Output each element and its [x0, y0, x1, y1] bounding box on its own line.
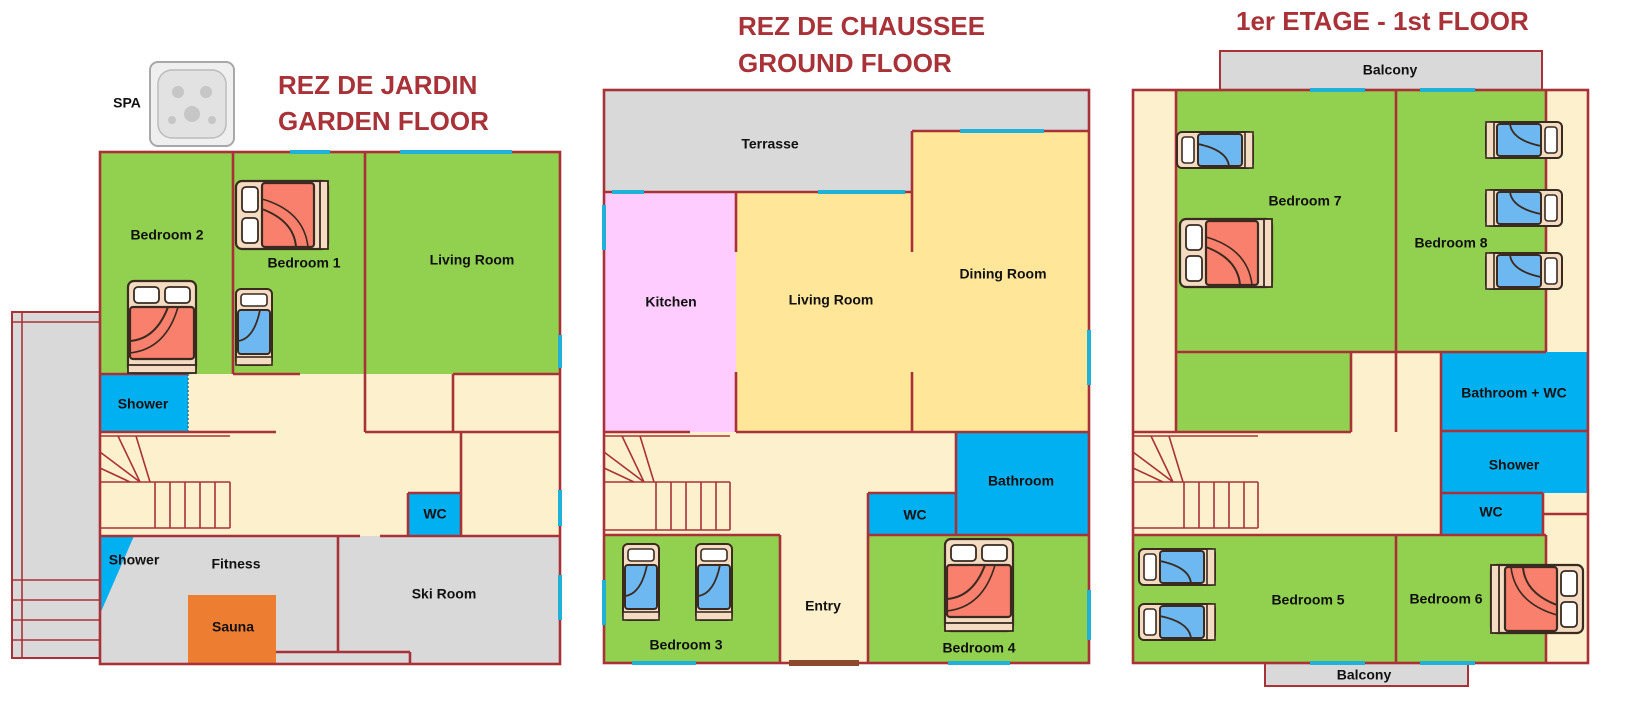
- bedroom-7-label: Bedroom 7: [1268, 193, 1341, 209]
- garden-wc-area: [408, 493, 461, 536]
- bedroom-4-label: Bedroom 4: [942, 640, 1015, 656]
- first-floor-plan: 1er ETAGE - 1st FLOOR Balcony Bedroom 7 …: [1131, 6, 1590, 687]
- garden-floor-plan: REZ DE JARDIN GARDEN FLOOR SPA Bedroom 2…: [11, 61, 562, 666]
- bath-wc-label: Bathroom + WC: [1461, 385, 1566, 401]
- dining-room-label: Dining Room: [959, 266, 1046, 282]
- first-floor-staircase: [1132, 435, 1259, 529]
- ground-living-room-area: [736, 192, 912, 432]
- garden-side-steps: [11, 311, 101, 659]
- entry-label: Entry: [805, 598, 841, 614]
- bed-double-icon: [126, 279, 198, 375]
- terrasse-label: Terrasse: [741, 136, 799, 152]
- ski-room-label: Ski Room: [412, 586, 477, 602]
- first-floor-wc-area: [1441, 493, 1543, 535]
- entry-area: [780, 535, 868, 663]
- garden-floor-title-fr: REZ DE JARDIN: [278, 70, 477, 100]
- garden-shower-area: [100, 374, 188, 432]
- ground-floor-plan: REZ DE CHAUSSEE GROUND FLOOR Terrasse Ki…: [602, 11, 1091, 666]
- bedroom-8-label: Bedroom 8: [1414, 235, 1487, 251]
- bedroom-2-label: Bedroom 2: [130, 227, 203, 243]
- garden-staircase: [99, 435, 231, 529]
- ground-bathroom-area: [956, 432, 1089, 535]
- fitness-shower-area: [100, 536, 134, 614]
- bed-single-icon: [1138, 548, 1216, 586]
- first-floor-wc-label: WC: [1479, 504, 1502, 520]
- ground-wc-area: [868, 493, 956, 535]
- bed-single-icon: [1176, 131, 1254, 169]
- bedroom-1-label: Bedroom 1: [267, 255, 340, 271]
- sauna-label: Sauna: [212, 619, 254, 635]
- kitchen-area: [604, 192, 736, 432]
- bed-single-icon: [695, 543, 733, 621]
- bed-single-icon: [235, 288, 273, 366]
- bedroom-3-label: Bedroom 3: [649, 637, 722, 653]
- kitchen-label: Kitchen: [645, 294, 696, 310]
- garden-wc-label: WC: [423, 506, 446, 522]
- dining-room-area: [912, 131, 1089, 432]
- balcony-bottom-label: Balcony: [1337, 667, 1392, 683]
- garden-floor-title-en: GARDEN FLOOR: [278, 106, 489, 136]
- garden-living-room-label: Living Room: [430, 252, 515, 268]
- bedroom-5-label: Bedroom 5: [1271, 592, 1344, 608]
- bed-double-icon: [1489, 563, 1585, 635]
- bath-wc-area: [1441, 352, 1588, 431]
- bed-single-icon: [1485, 189, 1563, 227]
- ground-staircase: [603, 435, 731, 531]
- first-floor-shower-area: [1441, 431, 1588, 493]
- ground-living-room-label: Living Room: [789, 292, 874, 308]
- ground-floor-title-fr: REZ DE CHAUSSEE: [738, 11, 985, 41]
- bed-single-icon: [1138, 603, 1216, 641]
- ground-bathroom-label: Bathroom: [988, 473, 1054, 489]
- first-floor-title: 1er ETAGE - 1st FLOOR: [1236, 6, 1529, 36]
- bed-double-icon: [943, 537, 1015, 633]
- bed-double-icon: [234, 179, 330, 251]
- bed-single-icon: [1485, 252, 1563, 290]
- ground-floor-title-en: GROUND FLOOR: [738, 48, 952, 78]
- bed-single-icon: [1485, 121, 1563, 159]
- garden-shower-label: Shower: [118, 396, 169, 412]
- first-floor-alcove-area: [1176, 352, 1351, 432]
- balcony-top-label: Balcony: [1363, 62, 1418, 78]
- ski-room-area: [338, 536, 560, 664]
- fitness-label: Fitness: [211, 556, 260, 572]
- spa-tub-icon: [149, 61, 235, 147]
- bed-double-icon: [1178, 217, 1274, 289]
- bedroom-6-label: Bedroom 6: [1409, 591, 1482, 607]
- ground-wc-label: WC: [903, 507, 926, 523]
- first-floor-shower-label: Shower: [1489, 457, 1540, 473]
- sauna-area: [188, 595, 276, 664]
- bed-single-icon: [622, 543, 660, 621]
- spa-label: SPA: [113, 95, 141, 111]
- fitness-shower-label: Shower: [109, 552, 160, 568]
